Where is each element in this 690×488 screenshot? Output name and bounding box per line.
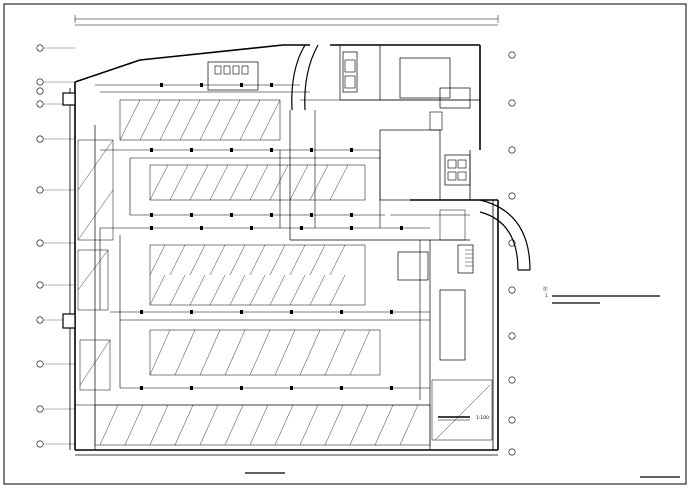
building-outline xyxy=(69,44,499,456)
equipment-blocks xyxy=(214,59,467,181)
bottom-title-marks xyxy=(245,472,680,478)
sheet-border xyxy=(3,3,687,485)
notes-text-lines xyxy=(552,295,660,304)
top-dimension-line xyxy=(74,15,499,26)
drawing-scale: 1:100 xyxy=(476,415,489,421)
parking-bays xyxy=(77,99,493,446)
interior-walls xyxy=(75,44,480,450)
wiring-runs xyxy=(95,84,470,400)
drawing-title-block: 1:100 xyxy=(438,415,489,421)
right-axis-bubbles xyxy=(508,51,516,456)
left-axis-bubbles xyxy=(36,44,75,448)
fixture-markers xyxy=(140,83,403,390)
note-1-number: 1. xyxy=(545,293,549,298)
ramp-curves xyxy=(291,44,531,271)
bay-hatching xyxy=(77,99,491,446)
notes-label: 注: xyxy=(543,285,548,291)
stair-symbols xyxy=(465,249,473,267)
left-wall-notches xyxy=(62,92,76,329)
